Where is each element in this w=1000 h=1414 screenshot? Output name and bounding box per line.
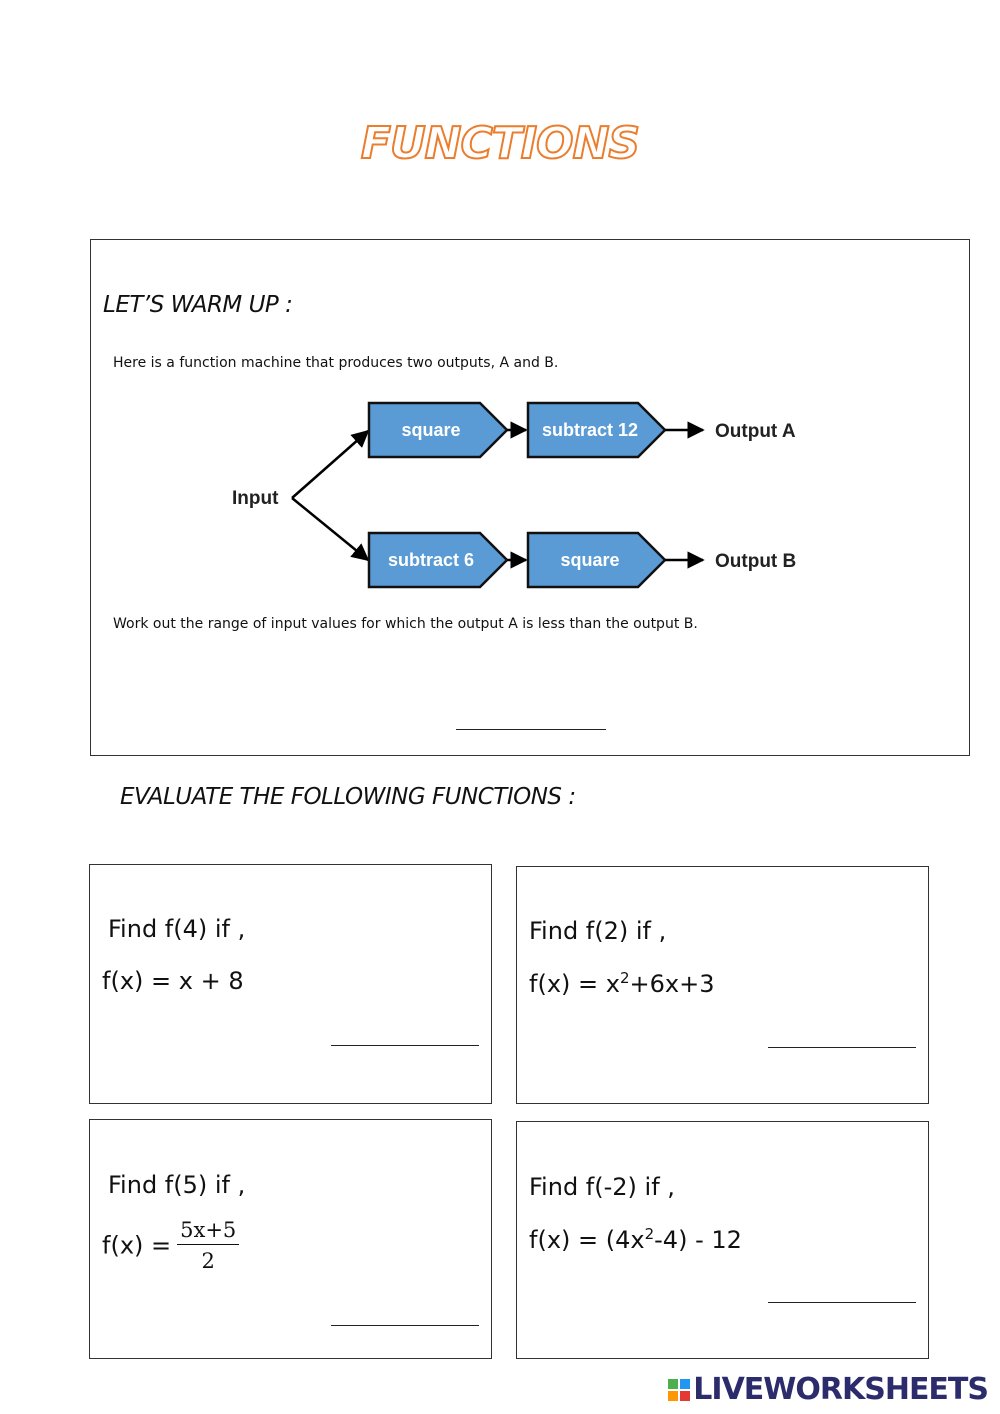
function-card-4	[516, 1121, 929, 1359]
card-2-function-rhs: +6x+3	[629, 970, 715, 998]
liveworksheets-logo[interactable]: LIVEWORKSHEETS	[668, 1372, 989, 1407]
evaluate-heading: EVALUATE THE FOLLOWING FUNCTIONS :	[120, 784, 576, 810]
function-card-2	[516, 866, 929, 1104]
liveworksheets-logo-mark	[668, 1378, 691, 1401]
card-3-numerator: 5x+5	[177, 1218, 240, 1245]
card-4-prompt: Find f(-2) if ,	[529, 1173, 675, 1201]
card-4-exponent: 2	[644, 1225, 655, 1243]
card-2-function: f(x) = x2+6x+3	[529, 969, 714, 998]
warm-up-answer-line[interactable]	[456, 729, 606, 730]
page-title: FUNCTIONS	[360, 117, 641, 170]
card-4-answer-line[interactable]	[768, 1302, 916, 1303]
liveworksheets-logo-text: LIVEWORKSHEETS	[693, 1372, 989, 1407]
card-2-prompt: Find f(2) if ,	[529, 917, 667, 945]
function-card-3	[89, 1119, 492, 1359]
card-3-denominator: 2	[201, 1249, 215, 1273]
card-3-fraction: 5x+5 2	[177, 1218, 240, 1273]
card-3-prompt: Find f(5) if ,	[108, 1171, 246, 1199]
warm-up-box	[90, 239, 970, 756]
card-3-function-lhs: f(x) =	[102, 1231, 172, 1260]
card-3-function: f(x) =5x+5 2	[102, 1218, 240, 1273]
card-4-function: f(x) = (4x2-4) - 12	[529, 1225, 742, 1254]
function-card-1	[89, 864, 492, 1104]
card-2-answer-line[interactable]	[768, 1047, 916, 1048]
warm-up-heading: LET’S WARM UP :	[103, 292, 293, 318]
card-4-function-rhs: -4) - 12	[654, 1226, 742, 1254]
card-4-function-lhs: f(x) = (4x	[529, 1226, 645, 1254]
card-1-function: f(x) = x + 8	[102, 967, 244, 995]
warm-up-intro: Here is a function machine that produces…	[113, 355, 559, 371]
card-1-prompt: Find f(4) if ,	[108, 915, 246, 943]
card-2-exponent: 2	[619, 969, 630, 987]
warm-up-question: Work out the range of input values for w…	[113, 616, 698, 632]
card-2-function-lhs: f(x) = x	[529, 970, 620, 998]
card-1-answer-line[interactable]	[331, 1045, 479, 1046]
card-3-answer-line[interactable]	[331, 1325, 479, 1326]
